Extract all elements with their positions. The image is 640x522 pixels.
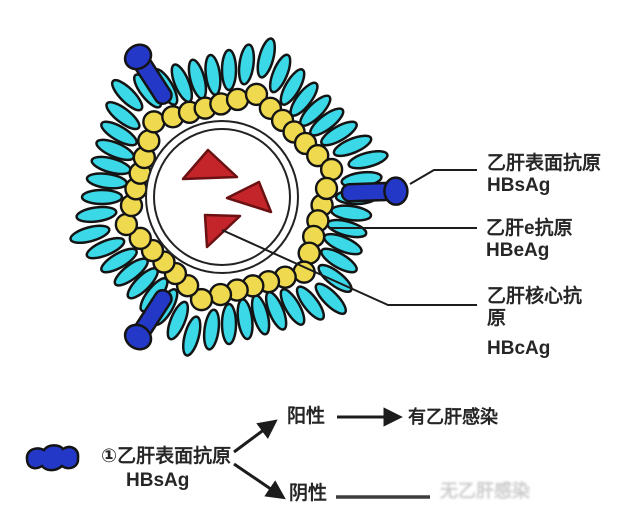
surface-protein-oval	[166, 300, 190, 341]
hbsag-particle-icon	[25, 444, 80, 472]
surface-protein-oval	[202, 308, 221, 351]
flow-positive: 阳性	[287, 406, 326, 427]
e-antigen-en: HBeAg	[486, 240, 550, 261]
flow-arrow	[233, 419, 278, 454]
surface-protein-oval	[100, 247, 138, 274]
surface-protein-oval	[237, 43, 256, 86]
core-antigen-triangle	[181, 148, 239, 181]
callout-line	[221, 229, 477, 306]
capsid-bead	[142, 110, 166, 134]
surface-protein-oval	[268, 53, 292, 94]
surface-protein-oval	[320, 247, 358, 274]
capsid-bead	[319, 157, 344, 182]
flow-positive-result: 有乙肝感染	[408, 407, 498, 427]
core-antigen-zh: 乙肝核心抗原	[487, 286, 583, 329]
surface-antigen-zh: 乙肝表面抗原	[487, 153, 602, 174]
surface-protein-oval	[256, 37, 277, 79]
surface-protein-oval	[320, 120, 358, 147]
surface-protein-oval	[220, 302, 238, 346]
capsid-bead	[297, 241, 321, 265]
surface-protein-oval	[220, 48, 238, 92]
hbsag-spike	[123, 288, 173, 351]
surface-antigen-en: HBsAg	[487, 175, 551, 196]
surface-protein-oval	[332, 134, 373, 158]
capsid-bead	[114, 212, 139, 237]
flow-negative: 阴性	[289, 483, 328, 504]
capsid-bead	[137, 129, 161, 153]
label-e-antigen: 乙肝e抗原 HBeAg	[486, 218, 573, 262]
e-antigen-zh: 乙肝e抗原	[486, 218, 573, 239]
surface-protein-oval	[69, 224, 111, 245]
core-antigen-triangle	[225, 180, 273, 214]
capsid-bead	[244, 82, 269, 107]
capsid-bead	[225, 87, 250, 112]
flow-negative-result: 无乙肝感染	[440, 481, 530, 501]
core-inner-ring	[153, 128, 291, 266]
label-surface-antigen: 乙肝表面抗原 HBsAg	[487, 153, 601, 197]
capsid-bead	[314, 176, 339, 201]
capsid-bead	[306, 143, 330, 168]
hbsag-spike	[123, 43, 173, 106]
legend-surface-antigen-zh: ①乙肝表面抗原	[101, 446, 232, 467]
surface-protein-oval	[279, 68, 306, 106]
capsid-bead	[128, 226, 152, 251]
hbsag-spike	[340, 176, 409, 206]
core-antigen-en: HBcAg	[487, 338, 551, 359]
surface-protein-oval	[314, 282, 348, 316]
capsid-bead	[208, 282, 233, 307]
surface-protein-oval	[279, 288, 306, 326]
surface-protein-oval	[295, 285, 326, 321]
label-core-antigen: 乙肝核心抗原 HBcAg	[487, 286, 595, 360]
surface-protein-oval	[85, 236, 126, 260]
legend-surface-antigen-en: HBsAg	[126, 470, 190, 491]
capsid-bead	[189, 287, 214, 312]
surface-protein-oval	[347, 149, 389, 170]
surface-protein-oval	[110, 78, 144, 112]
callout-line	[409, 169, 477, 185]
capsid-bead-layer	[114, 82, 344, 312]
surface-protein-oval	[181, 315, 202, 357]
surface-protein-oval	[75, 205, 118, 224]
surface-protein-oval	[100, 120, 138, 147]
core-outer-ring	[145, 120, 299, 274]
surface-protein-oval	[105, 100, 141, 131]
surface-protein-oval	[80, 188, 124, 206]
flow-arrow	[233, 462, 286, 500]
